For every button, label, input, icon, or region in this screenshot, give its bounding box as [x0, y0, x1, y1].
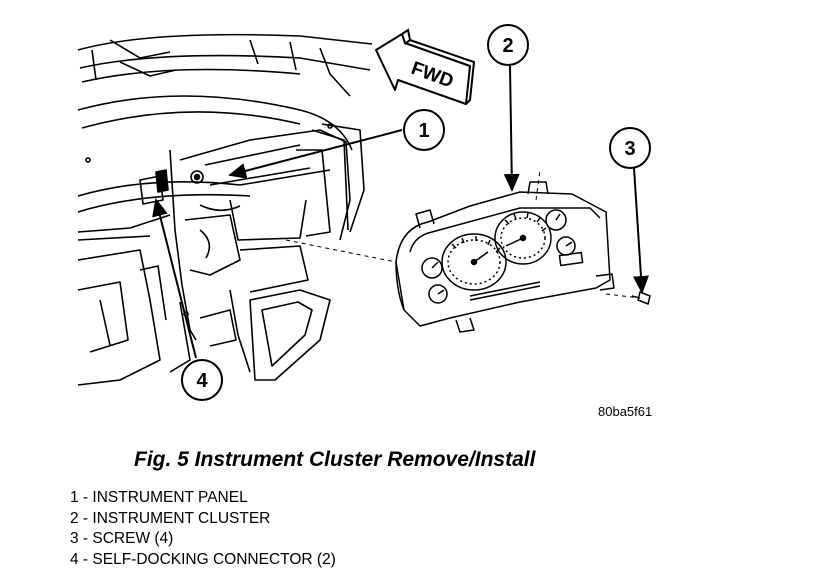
- svg-text:3: 3: [624, 138, 635, 160]
- callout-leaders: [152, 65, 649, 359]
- legend-item: 3 - SCREW (4): [70, 530, 174, 547]
- legend-item: 2 - INSTRUMENT CLUSTER: [70, 509, 271, 527]
- instrument-cluster-drawing: [395, 181, 615, 333]
- legend-item: 1 - INSTRUMENT PANEL: [70, 489, 248, 506]
- alignment-lines: [285, 169, 641, 299]
- screw-drawing: [631, 290, 651, 306]
- callout-3: 3: [609, 127, 651, 169]
- exploded-view-illustration: FWD: [77, 24, 651, 401]
- fwd-arrow: FWD: [375, 28, 476, 105]
- callout-4: 4: [181, 359, 223, 401]
- svg-text:2: 2: [502, 35, 513, 57]
- figure-caption: Fig. 5 Instrument Cluster Remove/Install: [134, 448, 536, 471]
- callout-1: 1: [403, 109, 445, 151]
- instrument-panel-drawing: [77, 33, 373, 386]
- image-id: 80ba5f61: [598, 404, 653, 419]
- callout-2: 2: [487, 24, 529, 66]
- legend-item: 4 - SELF-DOCKING CONNECTOR (2): [70, 550, 336, 568]
- legend: 1 - INSTRUMENT PANEL 2 - INSTRUMENT CLUS…: [70, 488, 336, 570]
- svg-text:1: 1: [418, 120, 429, 142]
- svg-text:4: 4: [196, 370, 208, 392]
